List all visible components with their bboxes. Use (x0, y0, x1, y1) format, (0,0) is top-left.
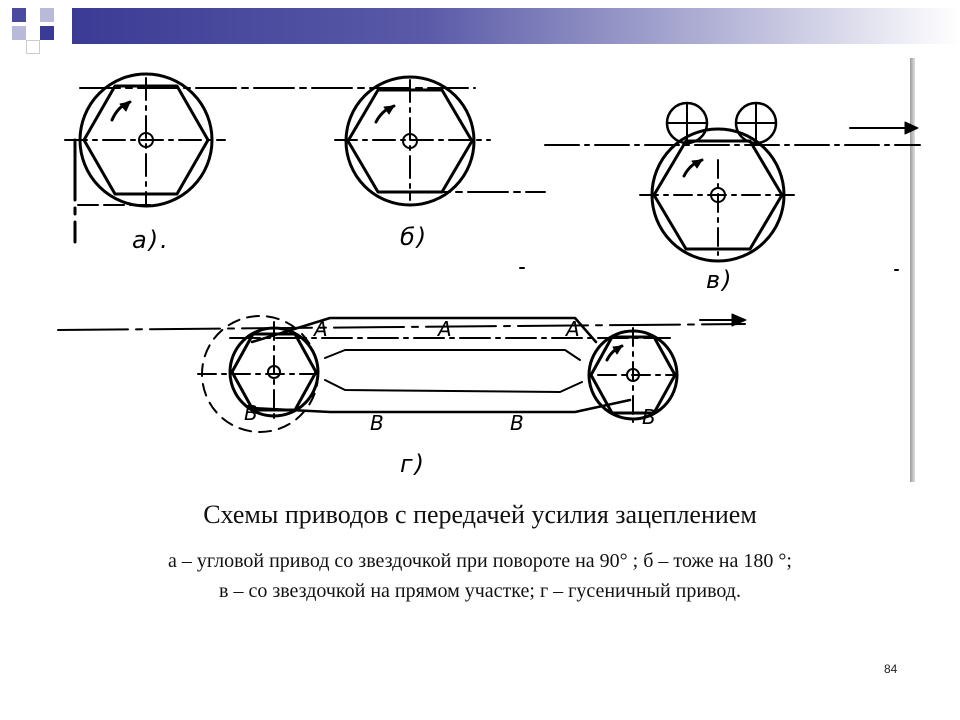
chain-mark: А (436, 317, 452, 341)
label-v: в) (706, 266, 734, 294)
shaft-icon (626, 368, 640, 382)
chain-mark: А (564, 317, 580, 341)
shaft-icon (267, 365, 281, 379)
chain-mark: В (370, 411, 384, 435)
sprocket-circle (587, 329, 679, 421)
label-b: б) (400, 223, 428, 251)
deco-square (12, 26, 26, 40)
slide-divider (910, 58, 915, 482)
chain-mark: В (642, 405, 656, 429)
shaft-icon (402, 133, 418, 149)
label-a: а). (132, 226, 170, 254)
scheme-v: в) (544, 101, 921, 294)
deco-square (40, 8, 54, 22)
deco-square (12, 8, 26, 22)
direction-arrow-icon (731, 313, 747, 327)
figure-caption-description: а – угловой привод со звездочкой при пов… (40, 546, 920, 606)
drive-schemes-drawing: а). б) в) (57, 72, 921, 478)
scheme-g: А А А В В В В г) (57, 313, 747, 478)
sprocket-circle (228, 326, 320, 418)
chain-mark: А (312, 317, 328, 341)
label-g: г) (400, 450, 426, 478)
deco-square (26, 40, 40, 54)
page-number: 84 (884, 662, 898, 676)
title-banner (72, 8, 960, 44)
caption-line: в – со звездочкой на прямом участке; г –… (219, 580, 741, 602)
sprocket-hexagon (230, 332, 318, 412)
sprocket-circle (650, 127, 786, 263)
caption-line: а – угловой привод со звездочкой при пов… (168, 550, 792, 572)
deco-square (40, 26, 54, 40)
chain-mark: В (244, 401, 258, 425)
sprocket-circle (344, 75, 476, 207)
sprocket-hexagon (589, 335, 677, 415)
scheme-b: б) (334, 75, 546, 251)
direction-arrow-icon (904, 121, 919, 135)
chain-mark: В (510, 411, 524, 435)
sprocket-hexagon (82, 84, 210, 196)
sprocket-hexagon (652, 139, 784, 251)
shaft-icon (138, 132, 154, 148)
shaft-icon (710, 187, 726, 203)
figure-caption-title: Схемы приводов с передачей усилия зацепл… (203, 500, 757, 529)
sprocket-hexagon (346, 88, 474, 194)
